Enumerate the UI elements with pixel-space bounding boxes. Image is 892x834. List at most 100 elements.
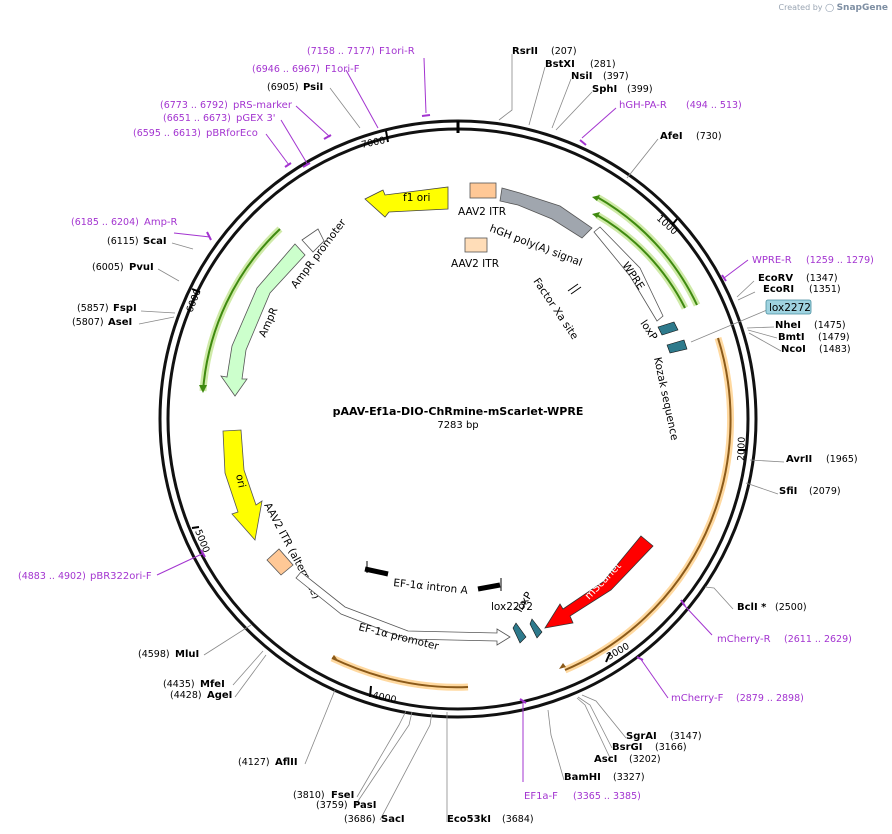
primer-ef1a-f-range: (3365 .. 3385) bbox=[573, 791, 641, 802]
site-bamhi-name: BamHI bbox=[564, 772, 601, 783]
primer-mcherry-r-range: (2611 .. 2629) bbox=[784, 634, 852, 645]
site-sphi-name: SphI bbox=[592, 84, 617, 95]
primer-hgh-pa-r-name: hGH-PA-R bbox=[619, 100, 667, 111]
loxp-top-label: loxP bbox=[638, 318, 660, 343]
primer-mcherry-r-name: mCherry-R bbox=[717, 634, 771, 645]
factor-xa-label: Factor Xa site bbox=[531, 276, 581, 342]
site-ecori-name: EcoRI bbox=[763, 284, 794, 295]
primer-mcherry-f-name: mCherry-F bbox=[671, 693, 724, 704]
primer-labels: F1ori-R (7158 .. 7177) F1ori-F (6946 .. … bbox=[18, 46, 874, 802]
site-scai-pos: (6115) bbox=[107, 236, 139, 247]
plasmid-name: pAAV-Ef1a-DIO-ChRmine-mScarlet-WPRE bbox=[333, 405, 584, 418]
tick-label: 7000 bbox=[360, 135, 386, 151]
plasmid-backbone bbox=[158, 119, 758, 719]
site-pvui-name: PvuI bbox=[129, 262, 154, 273]
aav2-itr-alt-box[interactable] bbox=[266, 548, 294, 576]
site-sfii-name: SfiI bbox=[779, 486, 797, 497]
feature-ampr-promoter[interactable] bbox=[301, 228, 325, 253]
primer-pbrforeco-name: pBRforEco bbox=[206, 128, 258, 139]
site-bcli-name: BclI * bbox=[737, 602, 767, 613]
site-avrii-name: AvrII bbox=[786, 454, 812, 465]
site-fspi-pos: (5857) bbox=[77, 303, 109, 314]
primer-ef1a-f-name: EF1a-F bbox=[524, 791, 558, 802]
site-avrii-pos: (1965) bbox=[826, 454, 858, 465]
restriction-sites bbox=[138, 54, 785, 822]
site-afei-name: AfeI bbox=[660, 131, 683, 142]
primer-mcherry-f-range: (2879 .. 2898) bbox=[736, 693, 804, 704]
primer-leaders bbox=[156, 57, 749, 782]
primer-pbr322ori-f-name: pBR322ori-F bbox=[90, 571, 152, 582]
lox2272-bottom-arrow[interactable] bbox=[512, 622, 527, 644]
feature-ef1a-promoter[interactable] bbox=[295, 571, 511, 646]
primer-hgh-pa-r-range: (494 .. 513) bbox=[686, 100, 742, 111]
tick-label: 4000 bbox=[371, 690, 397, 706]
primer-f1ori-f-name: F1ori-F bbox=[325, 64, 360, 75]
lox2272-badge-label: lox2272 bbox=[769, 302, 811, 314]
feature-wpre[interactable] bbox=[593, 226, 664, 322]
ef1a-intron-label: EF-1α intron A bbox=[393, 577, 469, 597]
feature-ori[interactable] bbox=[222, 429, 263, 541]
site-fsei-pos: (3810) bbox=[293, 790, 325, 801]
feature-mscarlet[interactable] bbox=[544, 535, 654, 629]
snapgene-credit: Created by ◯ SnapGene bbox=[779, 3, 888, 13]
primer-amp-r-range: (6185 .. 6204) bbox=[71, 217, 139, 228]
site-mlui-name: MluI bbox=[175, 649, 199, 660]
site-asci-name: AscI bbox=[594, 754, 617, 765]
site-sphi-pos: (399) bbox=[627, 84, 653, 95]
site-fspi-name: FspI bbox=[113, 303, 137, 314]
site-sgrai-pos: (3147) bbox=[670, 731, 702, 742]
snapgene-logo-icon: ◯ bbox=[825, 3, 835, 12]
credit-prefix: Created by bbox=[778, 3, 823, 12]
site-asci-pos: (3202) bbox=[629, 754, 661, 765]
site-scai-name: ScaI bbox=[143, 236, 167, 247]
aav2-itr-inner-label: AAV2 ITR bbox=[451, 258, 499, 270]
primer-pbr322ori-f-range: (4883 .. 4902) bbox=[18, 571, 86, 582]
primer-amp-r-name: Amp-R bbox=[144, 217, 178, 228]
primer-pgex3-name: pGEX 3' bbox=[236, 113, 276, 124]
site-bmti-name: BmtI bbox=[778, 332, 805, 343]
site-asei-name: AseI bbox=[108, 317, 132, 328]
site-aflii-pos: (4127) bbox=[238, 757, 270, 768]
site-saci-name: SacI bbox=[381, 814, 405, 825]
site-psii-name: PsiI bbox=[303, 82, 323, 93]
site-rsrii-pos: (207) bbox=[551, 46, 577, 57]
site-bsrgi-pos: (3166) bbox=[655, 742, 687, 753]
site-afei-pos: (730) bbox=[696, 131, 722, 142]
loxp-top-arrow[interactable] bbox=[657, 321, 679, 336]
feature-f1-ori[interactable]: f1 ori bbox=[364, 186, 449, 218]
aav2-itr-top-box[interactable] bbox=[469, 182, 497, 199]
site-eco53ki-name: Eco53kI bbox=[447, 814, 491, 825]
primer-pbrforeco-range: (6595 .. 6613) bbox=[133, 128, 201, 139]
lox2272-top-arrow[interactable] bbox=[666, 339, 688, 354]
feature-ef1a-intron[interactable]: EF-1α intron A bbox=[364, 561, 502, 597]
site-ecori-pos: (1351) bbox=[809, 284, 841, 295]
feature-hgh-polya[interactable] bbox=[499, 187, 593, 239]
site-bstxi-pos: (281) bbox=[590, 59, 616, 70]
primer-f1ori-r-range: (7158 .. 7177) bbox=[307, 46, 375, 57]
site-mfei-name: MfeI bbox=[200, 679, 225, 690]
aav2-itr-inner-box[interactable] bbox=[464, 237, 488, 253]
site-eco53ki-pos: (3684) bbox=[502, 814, 534, 825]
site-bcli-pos: (2500) bbox=[775, 602, 807, 613]
aav2-itr-top-label: AAV2 ITR bbox=[458, 206, 506, 218]
site-psii-pos: (6905) bbox=[267, 82, 299, 93]
site-mlui-pos: (4598) bbox=[138, 649, 170, 660]
lox2272-badge[interactable]: lox2272 bbox=[690, 299, 812, 343]
site-sfii-pos: (2079) bbox=[809, 486, 841, 497]
f1-ori-label: f1 ori bbox=[403, 192, 430, 204]
site-asei-pos: (5807) bbox=[72, 317, 104, 328]
credit-brand: SnapGene bbox=[836, 3, 888, 13]
loxp-bottom-arrow[interactable] bbox=[529, 618, 543, 639]
site-ecorv-pos: (1347) bbox=[806, 273, 838, 284]
site-bsrgi-name: BsrGI bbox=[612, 742, 642, 753]
site-agei-pos: (4428) bbox=[170, 690, 202, 701]
feature-ampr[interactable] bbox=[220, 243, 306, 397]
primer-f1ori-r-name: F1ori-R bbox=[379, 46, 415, 57]
site-bmti-pos: (1479) bbox=[818, 332, 850, 343]
site-agei-name: AgeI bbox=[207, 690, 232, 701]
restriction-site-labels: RsrII (207) BstXI (281) NsiI (397) SphI … bbox=[72, 46, 858, 825]
kozak-label: Kozak sequence bbox=[651, 356, 680, 441]
plasmid-length: 7283 bp bbox=[437, 420, 478, 431]
primer-prs-marker-name: pRS-marker bbox=[233, 100, 293, 111]
